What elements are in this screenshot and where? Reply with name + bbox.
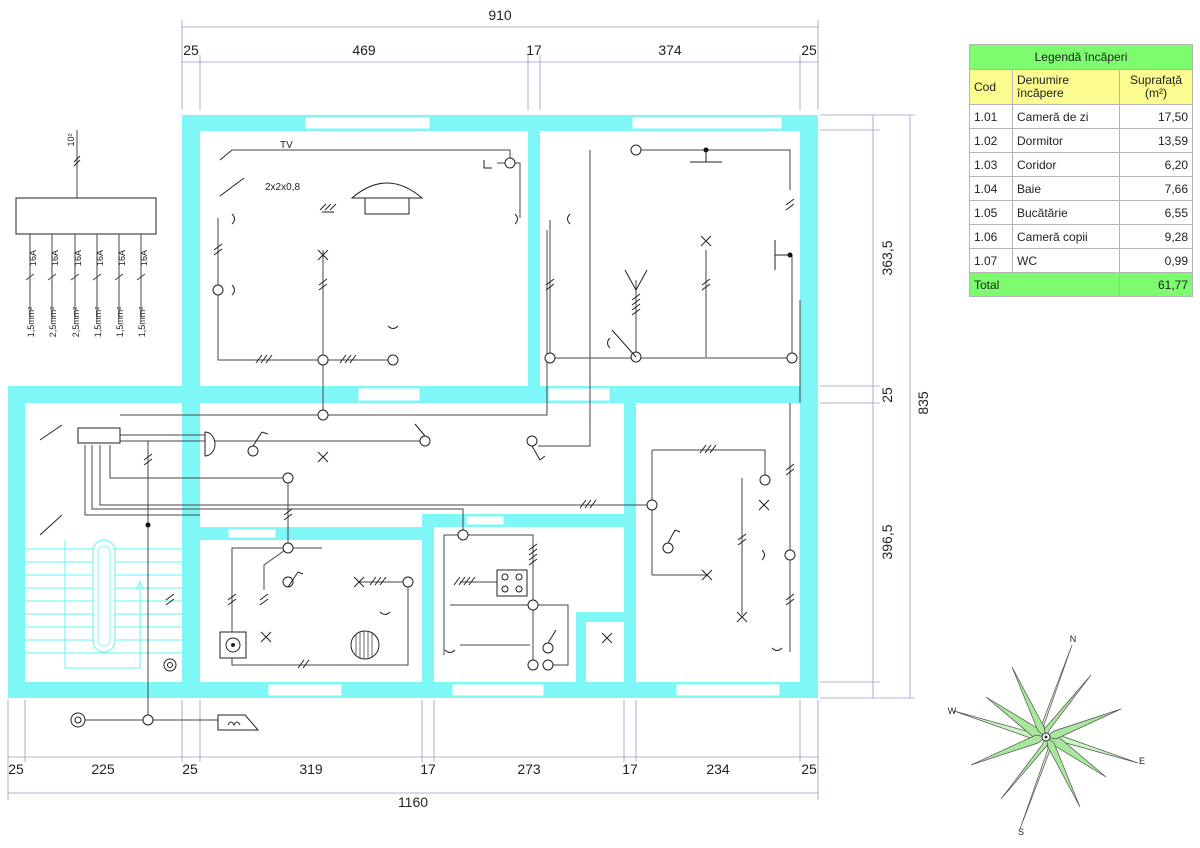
dim-top-1: 25 [183,42,199,58]
breaker-5: 16A [117,250,127,266]
legend-total-area: 61,77 [1119,272,1193,297]
table-row: 1.05 Bucătărie 6,55 [969,200,1193,225]
legend-header-name: Denumire încăpere [1012,69,1120,105]
room-area: 17,50 [1119,104,1193,129]
room-name: Bucătărie [1012,200,1120,225]
room-code: 1.07 [969,248,1013,273]
dim-bottom-1: 25 [8,761,24,777]
tv-label: TV [280,140,293,151]
room-area: 6,20 [1119,152,1193,177]
breaker-2: 16A [50,250,60,266]
room-name: Cameră de zi [1012,104,1120,129]
dim-bottom-5: 17 [420,761,436,777]
table-row: 1.06 Cameră copii 9,28 [969,224,1193,249]
dim-bottom-7: 17 [622,761,638,777]
wire-section-4: 1,5mm² [93,307,103,338]
room-code: 1.01 [969,104,1013,129]
room-code: 1.06 [969,224,1013,249]
wire-section-5: 1,5mm² [115,307,125,338]
dim-bottom-3: 25 [182,761,198,777]
room-area: 0,99 [1119,248,1193,273]
breaker-6: 16A [139,250,149,266]
room-code: 1.02 [969,128,1013,153]
compass-rose [953,644,1139,830]
stairs [25,539,182,669]
compass-w: W [948,706,957,716]
dim-bottom-2: 225 [91,761,115,777]
room-legend-table: Legendă încăperi Cod Denumire încăpere S… [969,44,1193,297]
room-name: Coridor [1012,152,1120,177]
room-area: 7,66 [1119,176,1193,201]
room-code: 1.04 [969,176,1013,201]
dim-overall-right: 835 [915,391,931,415]
room-name: Dormitor [1012,128,1120,153]
wire-section-3: 2,5mm² [71,307,81,338]
windows-doors [227,116,783,697]
compass-e: E [1139,756,1145,766]
wiring [76,130,801,721]
dim-top-4: 374 [658,42,682,58]
dim-right-2: 25 [879,387,895,403]
dimension-labels: 910 25 469 17 374 25 363,5 25 396,5 835 … [8,7,931,810]
dim-bottom-9: 25 [801,761,817,777]
room-code: 1.05 [969,200,1013,225]
breaker-1: 16A [28,250,38,266]
distribution-panel: 16A 16A 16A 16A 16A 16A 1,5mm² 2,5mm² 2,… [15,133,157,338]
legend-title: Legendă încăperi [969,44,1193,70]
legend-header-code: Cod [969,69,1013,105]
devices [39,144,798,731]
wire-section-1: 1,5mm² [26,307,36,338]
dim-right-3: 396,5 [879,524,895,559]
dimension-lines [7,20,915,800]
room-name: Cameră copii [1012,224,1120,249]
legend-total-label: Total [969,272,1120,297]
table-row: 1.04 Baie 7,66 [969,176,1193,201]
room-area: 13,59 [1119,128,1193,153]
dim-top-2: 469 [352,42,376,58]
room-code: 1.03 [969,152,1013,177]
room-name: WC [1012,248,1120,273]
table-row: 1.02 Dormitor 13,59 [969,128,1193,153]
room-area: 9,28 [1119,224,1193,249]
room-area: 6,55 [1119,200,1193,225]
dim-bottom-8: 234 [706,761,730,777]
breaker-4: 16A [95,250,105,266]
panel-feed: 10² [66,133,76,146]
wire-section-6: 1,5mm² [137,307,147,338]
dim-bottom-4: 319 [299,761,323,777]
table-row: 1.01 Cameră de zi 17,50 [969,104,1193,129]
dim-overall-top: 910 [488,7,512,23]
dim-right-1: 363,5 [879,240,895,275]
table-row: 1.03 Coridor 6,20 [969,152,1193,177]
dim-top-3: 17 [526,42,542,58]
dim-top-5: 25 [801,42,817,58]
compass-n: N [1070,634,1077,644]
table-row: 1.07 WC 0,99 [969,248,1193,273]
legend-header-area: Suprafață (m²) [1119,69,1193,105]
room-name: Baie [1012,176,1120,201]
cable-label: 2x2x0,8 [265,182,300,193]
breaker-3: 16A [73,250,83,266]
dim-bottom-6: 273 [517,761,541,777]
wire-section-2: 2,5mm² [48,307,58,338]
compass-s: S [1018,827,1024,837]
dim-overall-bottom: 1160 [398,794,428,810]
